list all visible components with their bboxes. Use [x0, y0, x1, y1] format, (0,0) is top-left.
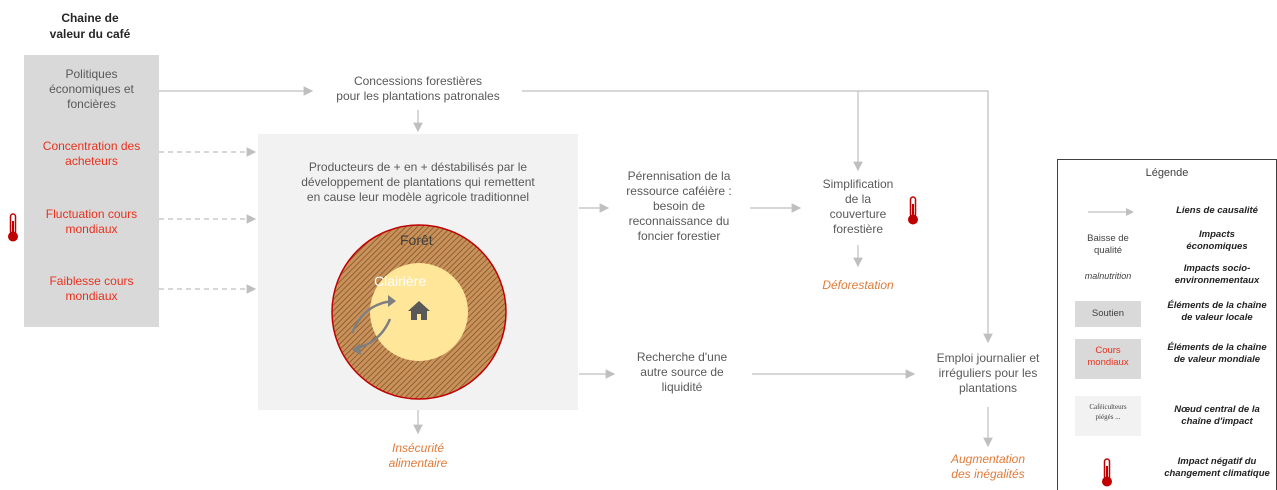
augmentation-label: Augmentation des inégalités — [950, 452, 1026, 481]
clairiere-label: Clairière — [374, 273, 427, 289]
chain-column — [24, 55, 159, 327]
legend-sample-mondial: Cours mondiaux — [1075, 339, 1141, 379]
recherche-node: Recherche d'une autre source de liquidit… — [636, 350, 728, 394]
thermometer-icon — [908, 196, 918, 225]
deforestation-label: Déforestation — [822, 278, 894, 292]
chain-item-concentration: Concentration des acheteurs — [42, 139, 141, 168]
legend-local: Éléments de la chaîne de valeur locale — [1167, 300, 1267, 323]
insecurite-label: Insécurité alimentaire — [388, 441, 448, 470]
legend-box: Légende Liens de causalité Baisse de qua… — [1057, 159, 1277, 490]
concessions-node: Concessions forestières pour les plantat… — [336, 74, 500, 103]
legend-sample-noeud: Caféiculteurs piégés ... — [1075, 396, 1141, 436]
legend-sample-local: Soutien — [1075, 301, 1141, 327]
chain-item-fluctuation: Fluctuation cours mondiaux — [45, 207, 138, 236]
foret-clairiere-diagram — [331, 224, 507, 400]
perennisation-node: Pérennisation de la ressource caféière :… — [626, 169, 732, 243]
legend-noeud: Nœud central de la chaîne d'impact — [1174, 404, 1260, 427]
thermometer-icon — [8, 213, 18, 242]
legend-arrow-sample — [1088, 208, 1134, 216]
legend-mondial: Éléments de la chaîne de valeur mondiale — [1167, 342, 1267, 365]
foret-label: Forêt — [400, 232, 433, 248]
chain-item-politiques: Politiques économiques et foncières — [49, 67, 134, 111]
emploi-node: Emploi journalier et irréguliers pour le… — [936, 351, 1040, 395]
legend-causal: Liens de causalité — [1176, 205, 1258, 216]
chain-item-faiblesse: Faiblesse cours mondiaux — [49, 274, 134, 303]
legend-sample-economic: Baisse de qualité — [1087, 233, 1129, 256]
legend-climat: Impact négatif du changement climatique — [1164, 456, 1270, 479]
house-icon — [408, 301, 430, 320]
legend-economic: Impacts économiques — [1186, 229, 1248, 252]
simplification-node: Simplification de la couverture forestiè… — [822, 177, 894, 236]
legend-sample-socio: malnutrition — [1084, 271, 1132, 281]
legend-socio: Impacts socio- environnementaux — [1174, 263, 1260, 286]
legend-title: Légende — [1145, 167, 1189, 179]
producteurs-text: Producteurs de + en + déstabilisés par l… — [301, 160, 535, 204]
chain-title: Chaine de valeur du café — [49, 11, 131, 41]
thermometer-icon — [1102, 458, 1112, 487]
